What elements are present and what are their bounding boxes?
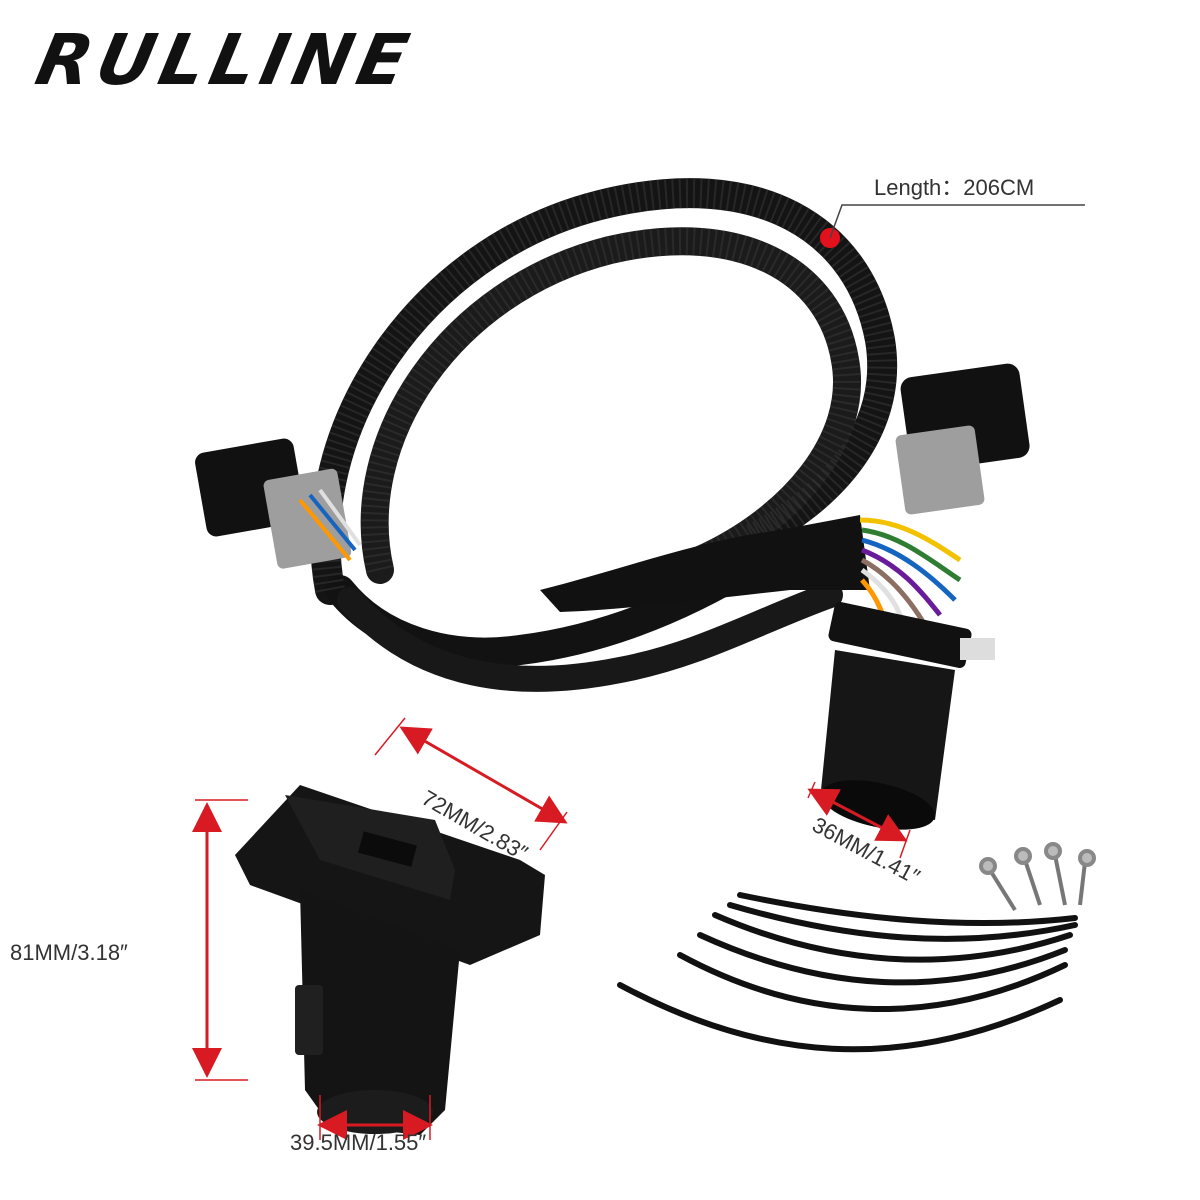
round-7-way-plug [820,601,995,830]
dimension-lines [192,717,911,1140]
dim-line-36mm [807,788,908,842]
right-plug-connector [895,363,1030,515]
connector-neck-width-label: 39.5MM/1.55″ [290,1130,427,1155]
cable-ties [617,892,1078,1053]
connector-height-label: 81MM/3.18″ [10,940,128,965]
wiring-harness [195,178,1030,830]
brand-logo: RULLINE [29,19,422,101]
left-plug-connector [195,438,362,569]
dim-line-72mm [399,726,568,824]
mounting-screws [979,842,1096,912]
length-leader-line [829,204,1085,239]
cable-length-label: Length：206CM [874,175,1035,200]
